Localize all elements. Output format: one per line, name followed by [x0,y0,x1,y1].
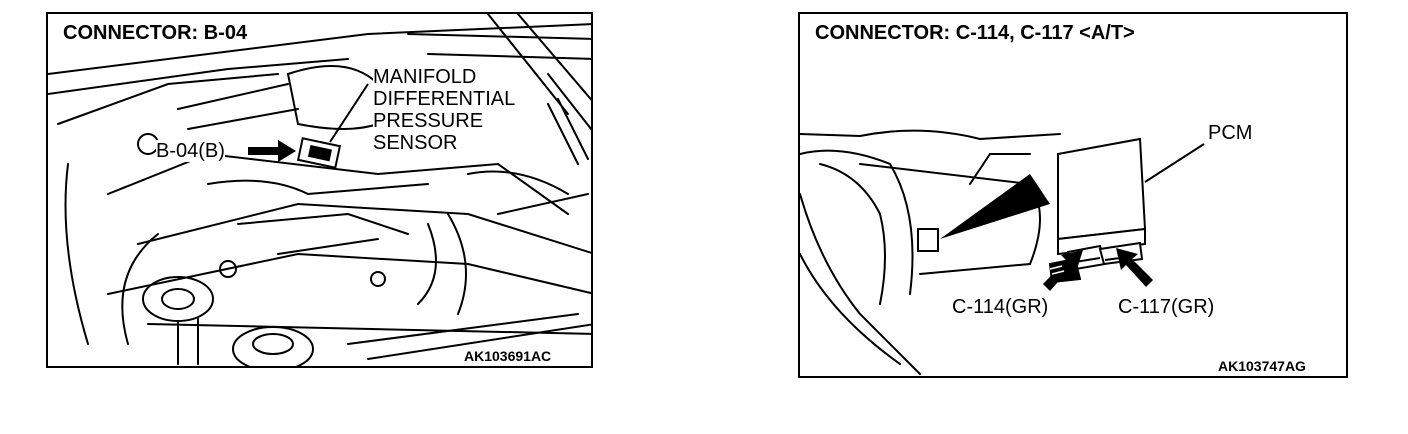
right-connector-figure: CONNECTOR: C-114, C-117 <A/T> PCM C-114(… [798,12,1348,378]
figure-title: CONNECTOR: C-114, C-117 <A/T> [812,22,1138,45]
component-callout-label: MANIFOLD DIFFERENTIAL PRESSURE SENSOR [373,66,516,154]
dashboard-pcm-illustration [800,129,1205,375]
left-connector-figure: CONNECTOR: B-04 B-04(B) MANIFOLD DIFFERE… [46,12,593,368]
component-label-line: DIFFERENTIAL [373,88,516,110]
connector-label-c114: C-114(GR) [952,296,1049,318]
component-label-line: SENSOR [373,132,458,154]
figure-code: AK103691AC [462,348,554,364]
component-label-line: MANIFOLD [373,66,477,88]
connector-callout-label: B-04(B) [156,140,225,162]
component-label-line: PRESSURE [373,110,484,132]
figure-code: AK103747AG [1216,358,1308,374]
engine-bay-illustration [48,14,591,366]
pcm-label: PCM [1208,122,1253,144]
connector-label-c117: C-117(GR) [1118,296,1215,318]
figure-title: CONNECTOR: B-04 [60,22,251,45]
